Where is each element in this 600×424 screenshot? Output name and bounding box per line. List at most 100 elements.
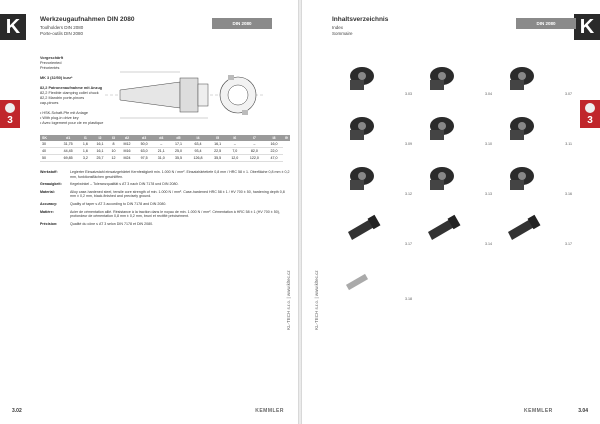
page-reference[interactable]: 3.11 xyxy=(565,142,572,146)
page-reference[interactable]: 3.12 xyxy=(405,192,412,196)
table-cell: 35,5 xyxy=(209,154,227,162)
page-title: Werkzeugaufnahmen DIN 2080 xyxy=(40,16,135,23)
k-tab[interactable]: K xyxy=(0,14,26,40)
table-cell: 122,0 xyxy=(243,154,266,162)
toolholder-image xyxy=(348,214,381,240)
table-cell: 22,5 xyxy=(209,147,227,155)
product-item[interactable]: 3.09 xyxy=(342,108,412,148)
description-label: Werkstoff: xyxy=(40,170,58,174)
description-row: Werkstoff: Legierter Einsatzstahl einsatz… xyxy=(40,170,290,179)
spec-line: Préorientés xyxy=(40,66,60,70)
product-item[interactable]: 3.12 xyxy=(342,158,412,198)
page-reference[interactable]: 3.04 xyxy=(485,92,492,96)
description-text: Qualité du cône ≤ AT 3 selon DIN 7178 et… xyxy=(70,221,154,226)
table-cell: – xyxy=(243,141,266,148)
page-reference[interactable]: 3.14 xyxy=(485,242,492,246)
table-cell: 69,85 xyxy=(57,154,80,162)
table-cell: 25,0 xyxy=(169,147,188,155)
table-header: d1 xyxy=(57,135,80,141)
product-item[interactable]: 3.17 xyxy=(502,208,572,248)
table-cell: 40 xyxy=(40,147,58,155)
toolholder-image xyxy=(350,117,374,140)
technical-drawing xyxy=(105,71,265,119)
page-reference[interactable]: 3.10 xyxy=(485,142,492,146)
table-cell: 93,4 xyxy=(187,147,210,155)
table-cell: 16,0 xyxy=(265,141,283,148)
page-subtitle-en: Toolholders DIN 2080 xyxy=(40,25,84,30)
toolholder-image xyxy=(430,67,454,90)
description-label: Material: xyxy=(40,189,55,194)
side-imprint: KL-TECH s.r.o. | www.kltec.cz xyxy=(314,270,319,330)
product-item[interactable]: 3.07 xyxy=(502,58,572,98)
table-cell: – xyxy=(152,141,170,148)
page-reference[interactable]: 3.13 xyxy=(485,192,492,196)
spec-line: Vorgeschärft xyxy=(40,56,64,60)
toolholder-image xyxy=(345,273,369,291)
description-row: Material:Alloy case-hardened steel, tens… xyxy=(40,190,290,199)
product-item[interactable]: 3.04 xyxy=(422,58,492,98)
table-cell: 3,2 xyxy=(79,154,92,162)
k-tab[interactable]: K xyxy=(574,14,600,40)
product-item[interactable]: 3.16 xyxy=(502,158,572,198)
spec-line: cap-pinces xyxy=(40,101,59,105)
spec-line: 82,2 Patronenaufnahme mit Anzug xyxy=(40,86,103,90)
spec-line: 82,2 Flexible clamping collet chuck xyxy=(40,91,99,95)
page-reference[interactable]: 3.16 xyxy=(565,192,572,196)
product-item[interactable]: 3.14 xyxy=(422,208,492,248)
table-cell: 8 xyxy=(108,141,119,148)
toolholder-image xyxy=(430,117,454,140)
product-item[interactable]: 3.17 xyxy=(342,208,412,248)
table-cell: 35,5 xyxy=(169,154,188,162)
page-reference[interactable]: 3.18 xyxy=(405,297,412,301)
din-badge: DIN 2080 xyxy=(212,18,272,29)
table-cell: 10 xyxy=(108,147,119,155)
table-cell: M12 xyxy=(118,141,136,148)
page-reference[interactable]: 3.07 xyxy=(565,92,572,96)
table-cell: 47,0 xyxy=(265,154,283,162)
page-reference[interactable]: 3.03 xyxy=(405,92,412,96)
page-reference[interactable]: 3.17 xyxy=(565,242,572,246)
table-cell: 44,45 xyxy=(57,147,80,155)
description-row: Matière:Acier de cémentation allié. Rési… xyxy=(40,210,290,219)
spec-line: • Avec logement pour cle en plastique xyxy=(40,121,104,125)
product-item[interactable]: 3.13 xyxy=(422,158,492,198)
section-3-tab[interactable]: 3 xyxy=(580,100,600,128)
table-cell: 30 xyxy=(40,141,58,148)
table-cell: 126,8 xyxy=(187,154,210,162)
section-3-tab[interactable]: 3 xyxy=(0,100,20,128)
table-header: SK xyxy=(40,135,58,141)
tool-icon xyxy=(5,102,15,113)
table-header: l4 xyxy=(187,135,210,141)
table-cell: 82,0 xyxy=(243,147,266,155)
index-subtitle-en: Index xyxy=(332,25,344,30)
table-cell: 17,1 xyxy=(169,141,188,148)
table-header: l9 xyxy=(282,135,290,141)
page-reference[interactable]: 3.17 xyxy=(405,242,412,246)
description-row: Précision:Qualité du cône ≤ AT 3 selon D… xyxy=(40,222,290,227)
toolholder-image xyxy=(508,214,541,240)
toolholder-image xyxy=(510,167,534,190)
spec-line: Prevoriented xyxy=(40,61,62,65)
table-cell: 22,0 xyxy=(265,147,283,155)
k-tab-label: K xyxy=(5,15,21,38)
product-item[interactable]: 3.03 xyxy=(342,58,412,98)
product-item[interactable]: 3.18 xyxy=(342,263,412,303)
page-subtitle-fr: Porte-outils DIN 2080 xyxy=(40,31,84,36)
page-reference[interactable]: 3.09 xyxy=(405,142,412,146)
product-item[interactable]: 3.10 xyxy=(422,108,492,148)
spec-line: 82,2 Mandrin porte-pinces xyxy=(40,96,85,100)
spec-line: • With plug-in drive key xyxy=(40,116,79,120)
product-item[interactable]: 3.11 xyxy=(502,108,572,148)
table-cell: 63,4 xyxy=(187,141,210,148)
page-number: 3.04 xyxy=(578,408,588,414)
description-text: Legierter Einsatzstahl einsatzgehärtet K… xyxy=(70,170,290,179)
k-tab-label: K xyxy=(579,15,595,38)
table-cell: M24 xyxy=(118,154,136,162)
spec-line: • HSK-Schaft-Pfe mit Anlage xyxy=(40,111,88,115)
table-header: l1 xyxy=(79,135,92,141)
table-cell: 97,5 xyxy=(135,154,153,162)
